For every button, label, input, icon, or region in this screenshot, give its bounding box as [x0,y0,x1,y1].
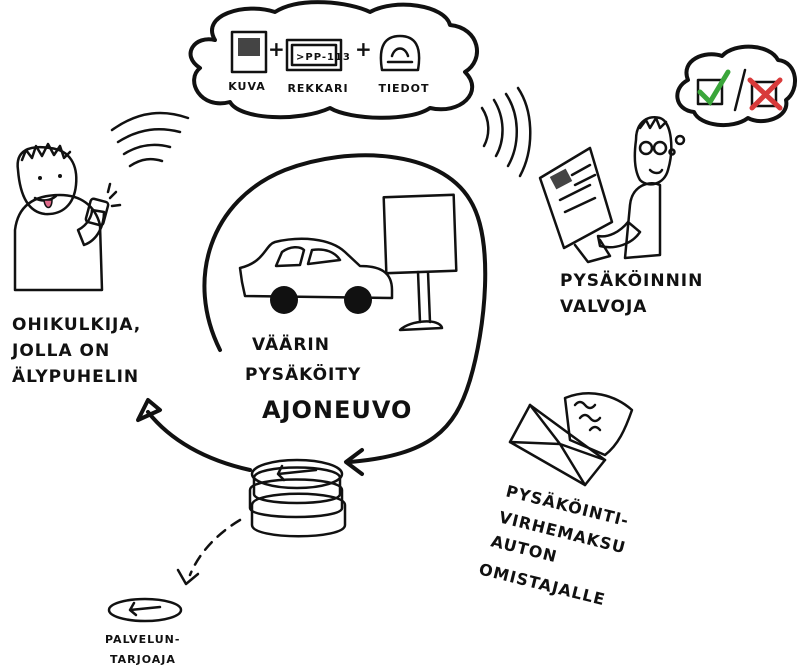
plus-sign: + [268,37,286,61]
passerby-label-line-3: ÄLYPUHELIN [12,365,139,387]
vehicle-label-line-1: VÄÄRIN [252,333,330,355]
terminal-screen-icon [538,146,614,264]
cloud-item-plate: REKKARI [287,82,348,95]
smartphone-icon [84,197,110,227]
coin-stack-icon [248,458,347,538]
vehicle-label-line-2: PYSÄKÖITY [245,363,361,385]
fine-label-line-4: OMISTAJALLE [477,559,607,609]
parking-sign: P [382,193,458,332]
passerby-label-line-2: JOLLA ON [11,341,110,361]
photo-icon [230,30,268,74]
check-icon [697,69,731,107]
inspector-label-line-2: VALVOJA [560,297,647,317]
cross-icon [747,77,783,111]
provider-coin-icon [107,597,183,623]
signal-waves-left [110,111,190,168]
decision-bubble [675,44,798,128]
fine-paper [563,392,634,457]
inspector-figure [538,44,798,264]
cloud-item-photo: KUVA [228,80,266,93]
plus-sign: + [355,37,373,61]
car-icon [238,237,394,314]
data-cloud: + >PP-113 + KUVA REKKARI TIEDOT [188,0,479,120]
provider-label-line-2: TARJOAJA [110,653,176,666]
inspector-label-line-1: PYSÄKÖINNIN [560,269,703,291]
plate-text: >PP-113 [296,52,351,63]
parking-info-icon [379,34,421,72]
passerby-label-line-1: OHIKULKIJA, [12,315,141,335]
passerby-figure [13,142,122,292]
license-plate-icon: >PP-113 [285,38,351,72]
provider-label-line-1: PALVELUN- [105,633,180,646]
vehicle-label-line-3: AJONEUVO [262,396,412,424]
cycle-arrow-head [344,448,364,476]
signal-waves-right [480,86,532,178]
arrow-to-provider [188,518,242,577]
envelope-icon [508,392,634,487]
arrow-to-passerby [146,410,252,472]
cycle-arrow [202,153,488,464]
parking-sign-letter: P [398,201,420,236]
cloud-item-details: TIEDOT [378,82,429,95]
